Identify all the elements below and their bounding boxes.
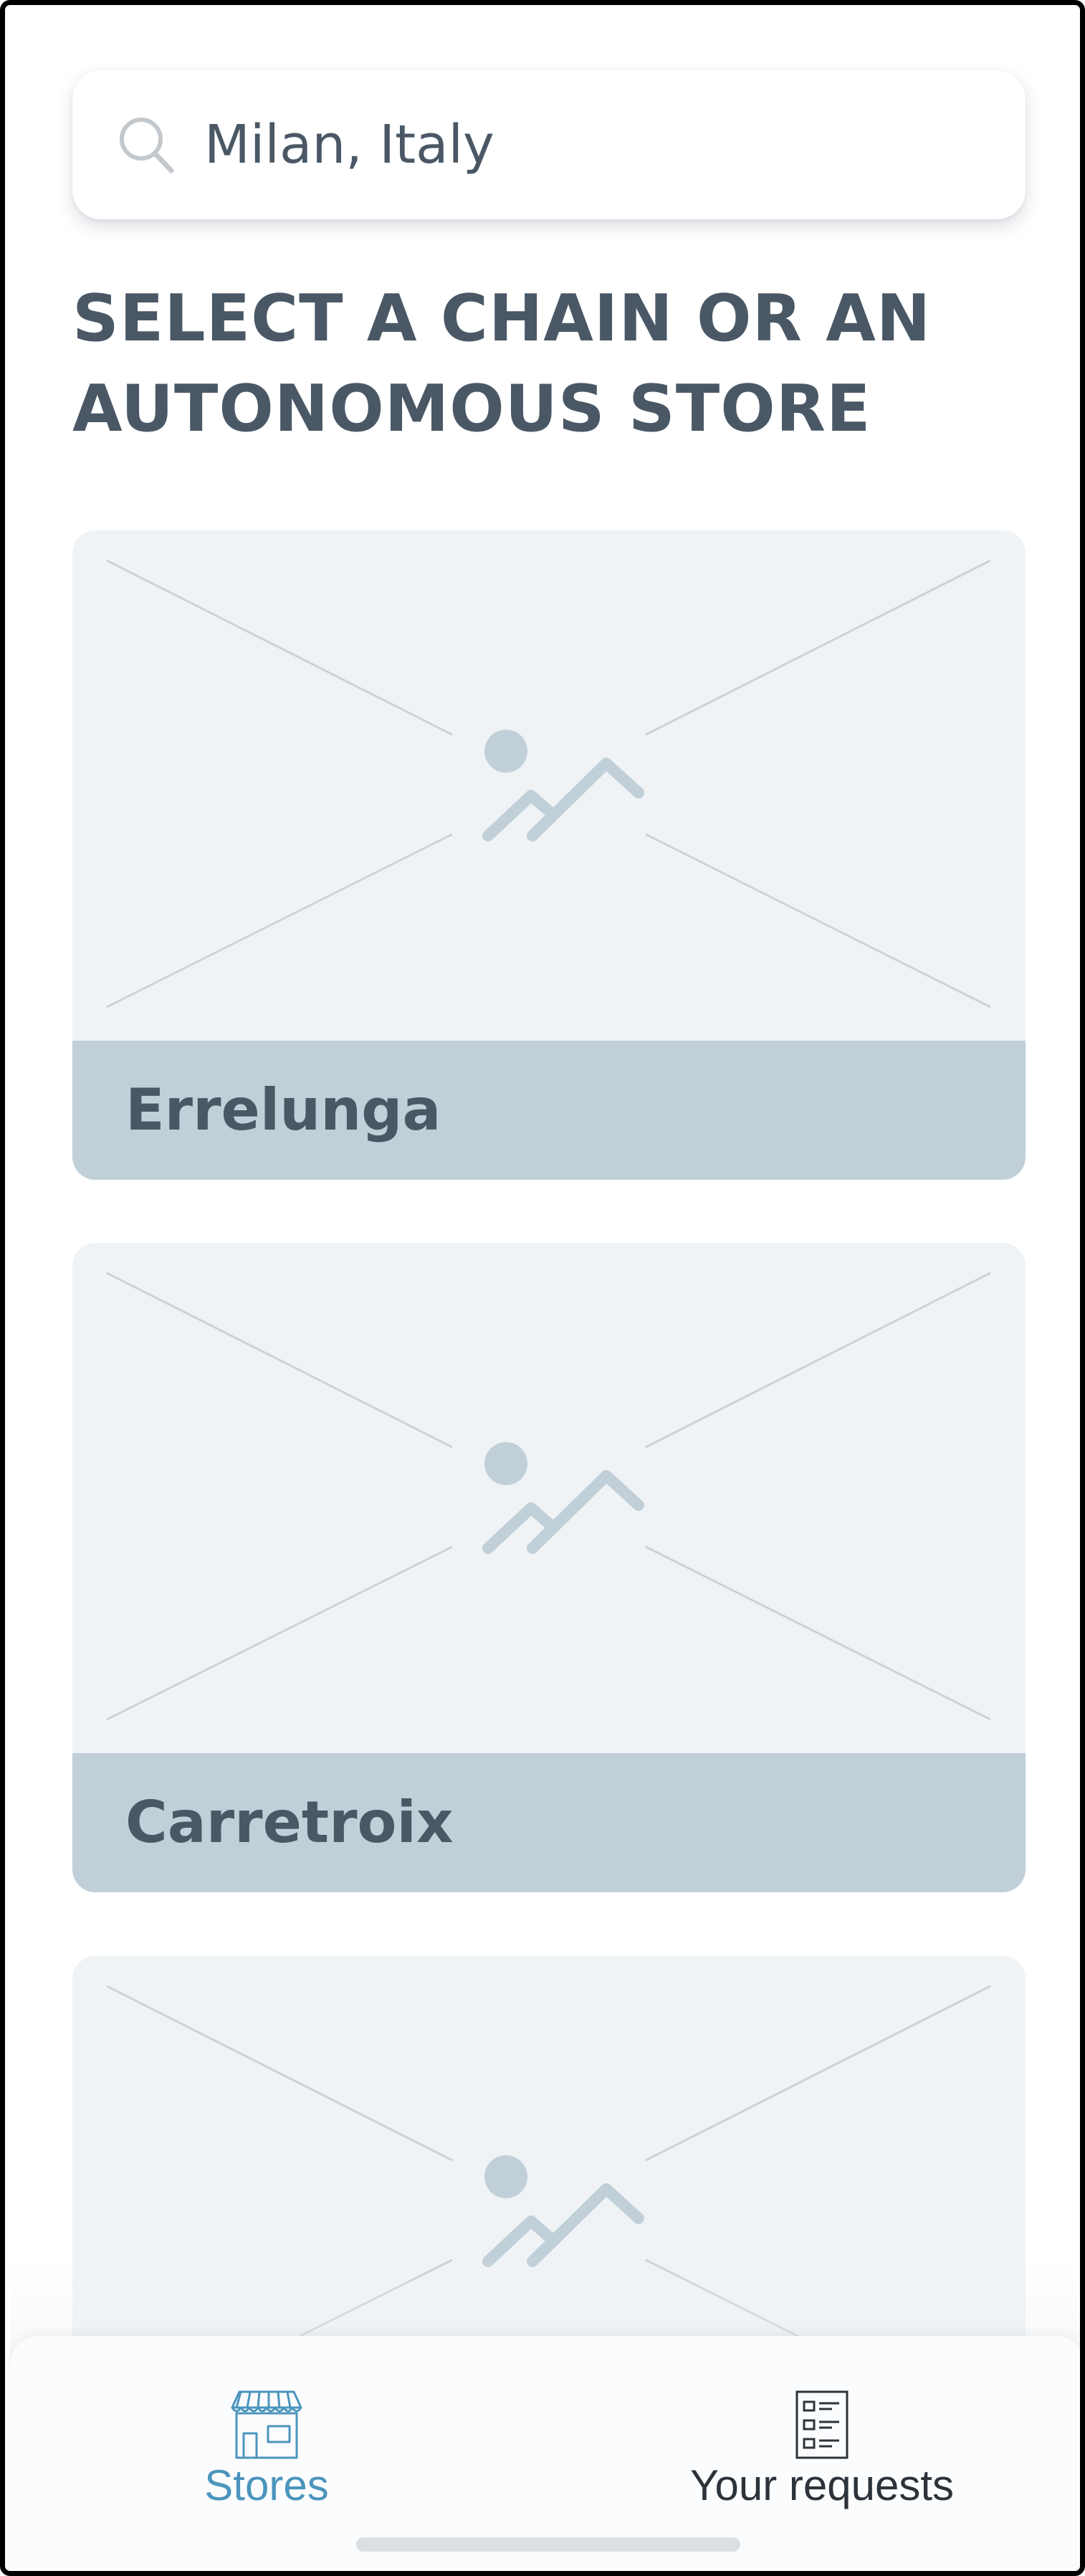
store-icon xyxy=(231,2390,302,2459)
search-input-value[interactable]: Milan, Italy xyxy=(204,114,494,176)
search-bar[interactable]: Milan, Italy xyxy=(72,70,1026,219)
image-placeholder-icon xyxy=(106,1985,991,2434)
image-placeholder-icon xyxy=(106,1272,991,1721)
store-card-label: Carretroix xyxy=(72,1753,1026,1892)
store-card-carretroix[interactable]: Carretroix xyxy=(72,1243,1026,1892)
search-icon xyxy=(120,118,174,173)
store-card-label: Errelunga xyxy=(72,1041,1026,1180)
tab-stores[interactable]: Stores xyxy=(87,2336,446,2515)
checklist-icon xyxy=(795,2390,849,2459)
store-name: Errelunga xyxy=(125,1077,441,1143)
home-indicator[interactable] xyxy=(356,2537,740,2552)
image-placeholder-icon xyxy=(106,559,991,1008)
tab-your-requests[interactable]: Your requests xyxy=(643,2336,1001,2515)
tab-label: Stores xyxy=(204,2461,329,2509)
page-title: SELECT A CHAIN OR AN AUTONOMOUS STORE xyxy=(72,281,932,447)
tab-label: Your requests xyxy=(689,2461,955,2509)
bottom-tab-bar: Stores Your requests xyxy=(10,2336,1080,2571)
store-name: Carretroix xyxy=(125,1789,454,1856)
store-card-errelunga[interactable]: Errelunga xyxy=(72,530,1026,1180)
